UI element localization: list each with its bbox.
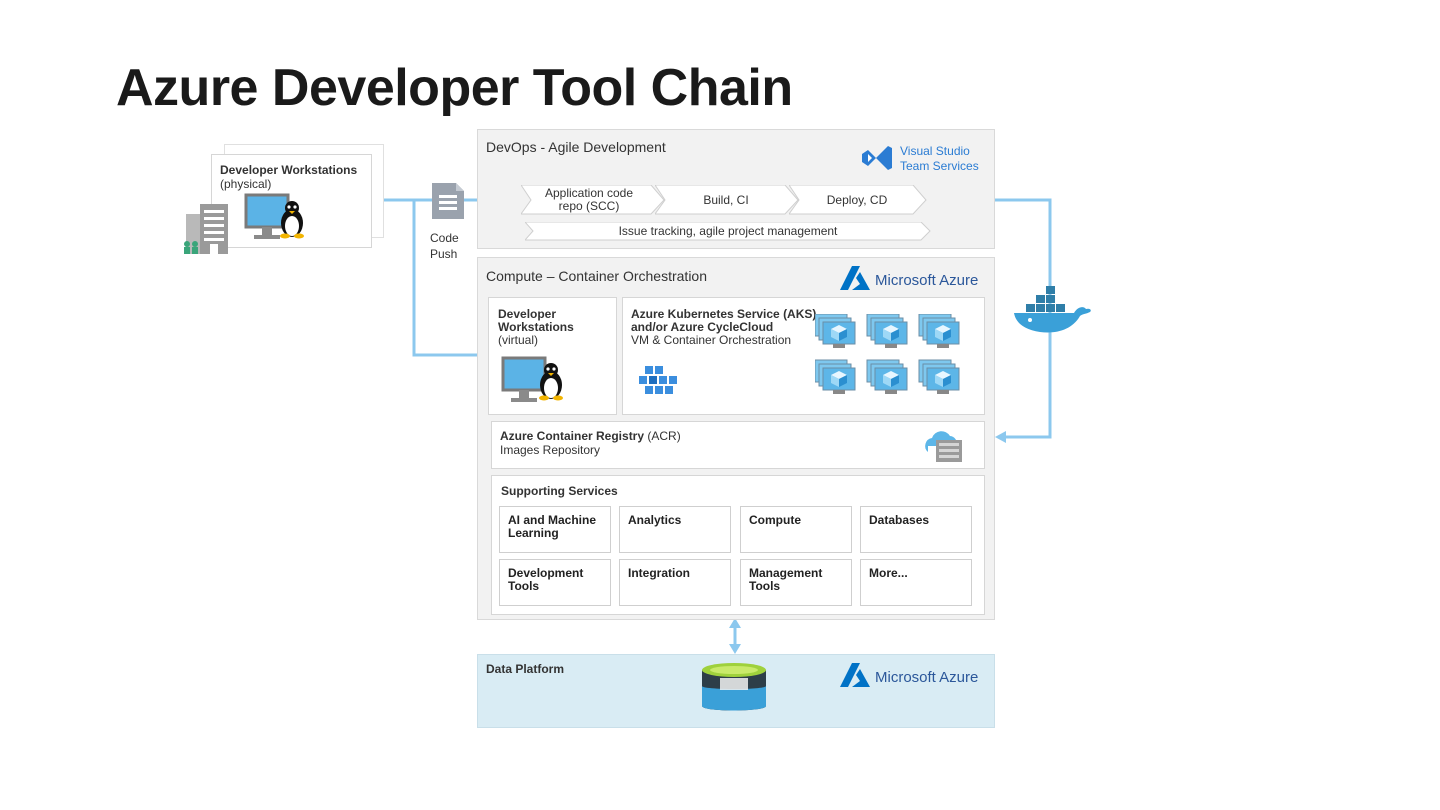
service-development-tools-line1: Development xyxy=(508,566,584,580)
aks-line3: VM & Container Orchestration xyxy=(631,333,792,347)
acr-abbr: (ACR) xyxy=(647,429,681,443)
document-icon xyxy=(432,183,464,219)
devops-title: DevOps - Agile Development xyxy=(486,139,666,155)
service-analytics: Analytics xyxy=(619,506,731,553)
data-platform-title: Data Platform xyxy=(486,662,565,676)
pipeline-step-build: Build, CI xyxy=(655,185,799,215)
building-icon xyxy=(184,204,228,254)
issue-tracking-label: Issue tracking, agile project management xyxy=(618,224,838,238)
pipeline-step-deploy: Deploy, CD xyxy=(789,185,927,215)
compute-brand: Microsoft Azure xyxy=(875,272,979,289)
pipeline-step-deploy-label: Deploy, CD xyxy=(826,192,888,207)
pipeline-step-scc-line2: repo (SCC) xyxy=(558,199,620,213)
vsts-logo-icon xyxy=(862,146,892,170)
virtual-line2: Workstations xyxy=(498,320,574,334)
vsts-brand-line2: Team Services xyxy=(900,159,979,173)
issue-tracking-bar: Issue tracking, agile project management xyxy=(525,222,931,241)
physical-subtitle: (physical) xyxy=(220,177,272,191)
compute-title: Compute – Container Orchestration xyxy=(486,268,707,284)
service-management-tools-line2: Tools xyxy=(749,579,781,593)
service-compute: Compute xyxy=(740,506,852,553)
pipeline-step-scc-line1: Application code xyxy=(544,186,634,200)
acr-card: Azure Container Registry (ACR) Images Re… xyxy=(491,421,985,469)
service-more: More... xyxy=(860,559,972,606)
code-push-line2: Push xyxy=(430,247,458,261)
virtual-line3: (virtual) xyxy=(498,333,539,347)
service-management-tools-line1: Management xyxy=(749,566,823,580)
linux-penguin-icon xyxy=(539,363,563,401)
physical-title: Developer Workstations xyxy=(220,163,358,177)
code-push-line1: Code xyxy=(430,231,459,245)
supporting-title: Supporting Services xyxy=(501,484,618,498)
aks-line1: Azure Kubernetes Service (AKS) xyxy=(631,307,817,321)
azure-logo-icon xyxy=(840,266,870,290)
service-ai-ml-line1: AI and Machine xyxy=(508,513,597,527)
service-development-tools-line2: Tools xyxy=(508,579,540,593)
service-databases-line1: Databases xyxy=(869,513,930,527)
code-push-label: Code Push xyxy=(430,230,459,262)
azure-logo-icon xyxy=(840,663,870,687)
page-title: Azure Developer Tool Chain xyxy=(116,59,793,117)
vm-container-icon xyxy=(815,314,960,395)
service-compute-line1: Compute xyxy=(749,513,801,527)
acr-name: Azure Container Registry xyxy=(500,429,645,443)
aks-line2: and/or Azure CycleCloud xyxy=(631,320,774,334)
vsts-brand-line1: Visual Studio xyxy=(900,144,970,158)
monitor-icon xyxy=(501,356,547,402)
service-databases: Databases xyxy=(860,506,972,553)
acr-subtitle: Images Repository xyxy=(500,443,601,457)
physical-workstations-card: Developer Workstations (physical) xyxy=(211,154,372,248)
acr-title: Azure Container Registry (ACR) xyxy=(500,430,681,443)
service-ai-ml-line2: Learning xyxy=(508,526,559,540)
virtual-workstations-card: Developer Workstations (virtual) xyxy=(488,297,617,415)
service-analytics-line1: Analytics xyxy=(628,513,682,527)
service-integration: Integration xyxy=(619,559,731,606)
aks-card: Azure Kubernetes Service (AKS) and/or Az… xyxy=(622,297,985,415)
pipeline-step-build-label: Build, CI xyxy=(703,192,749,207)
data-platform-brand: Microsoft Azure xyxy=(875,669,979,686)
pipeline-step-scc: Application code repo (SCC) xyxy=(521,185,665,215)
container-registry-icon xyxy=(925,431,962,462)
service-integration-line1: Integration xyxy=(628,566,690,580)
virtual-line1: Developer xyxy=(498,307,557,321)
database-icon xyxy=(702,663,766,711)
monitor-icon xyxy=(244,193,290,239)
linux-penguin-icon xyxy=(280,201,304,239)
docker-whale-icon xyxy=(1014,286,1091,333)
vsts-brand: Visual Studio Team Services xyxy=(900,144,979,174)
service-more-line1: More... xyxy=(869,566,908,580)
kubernetes-icon xyxy=(639,366,677,394)
